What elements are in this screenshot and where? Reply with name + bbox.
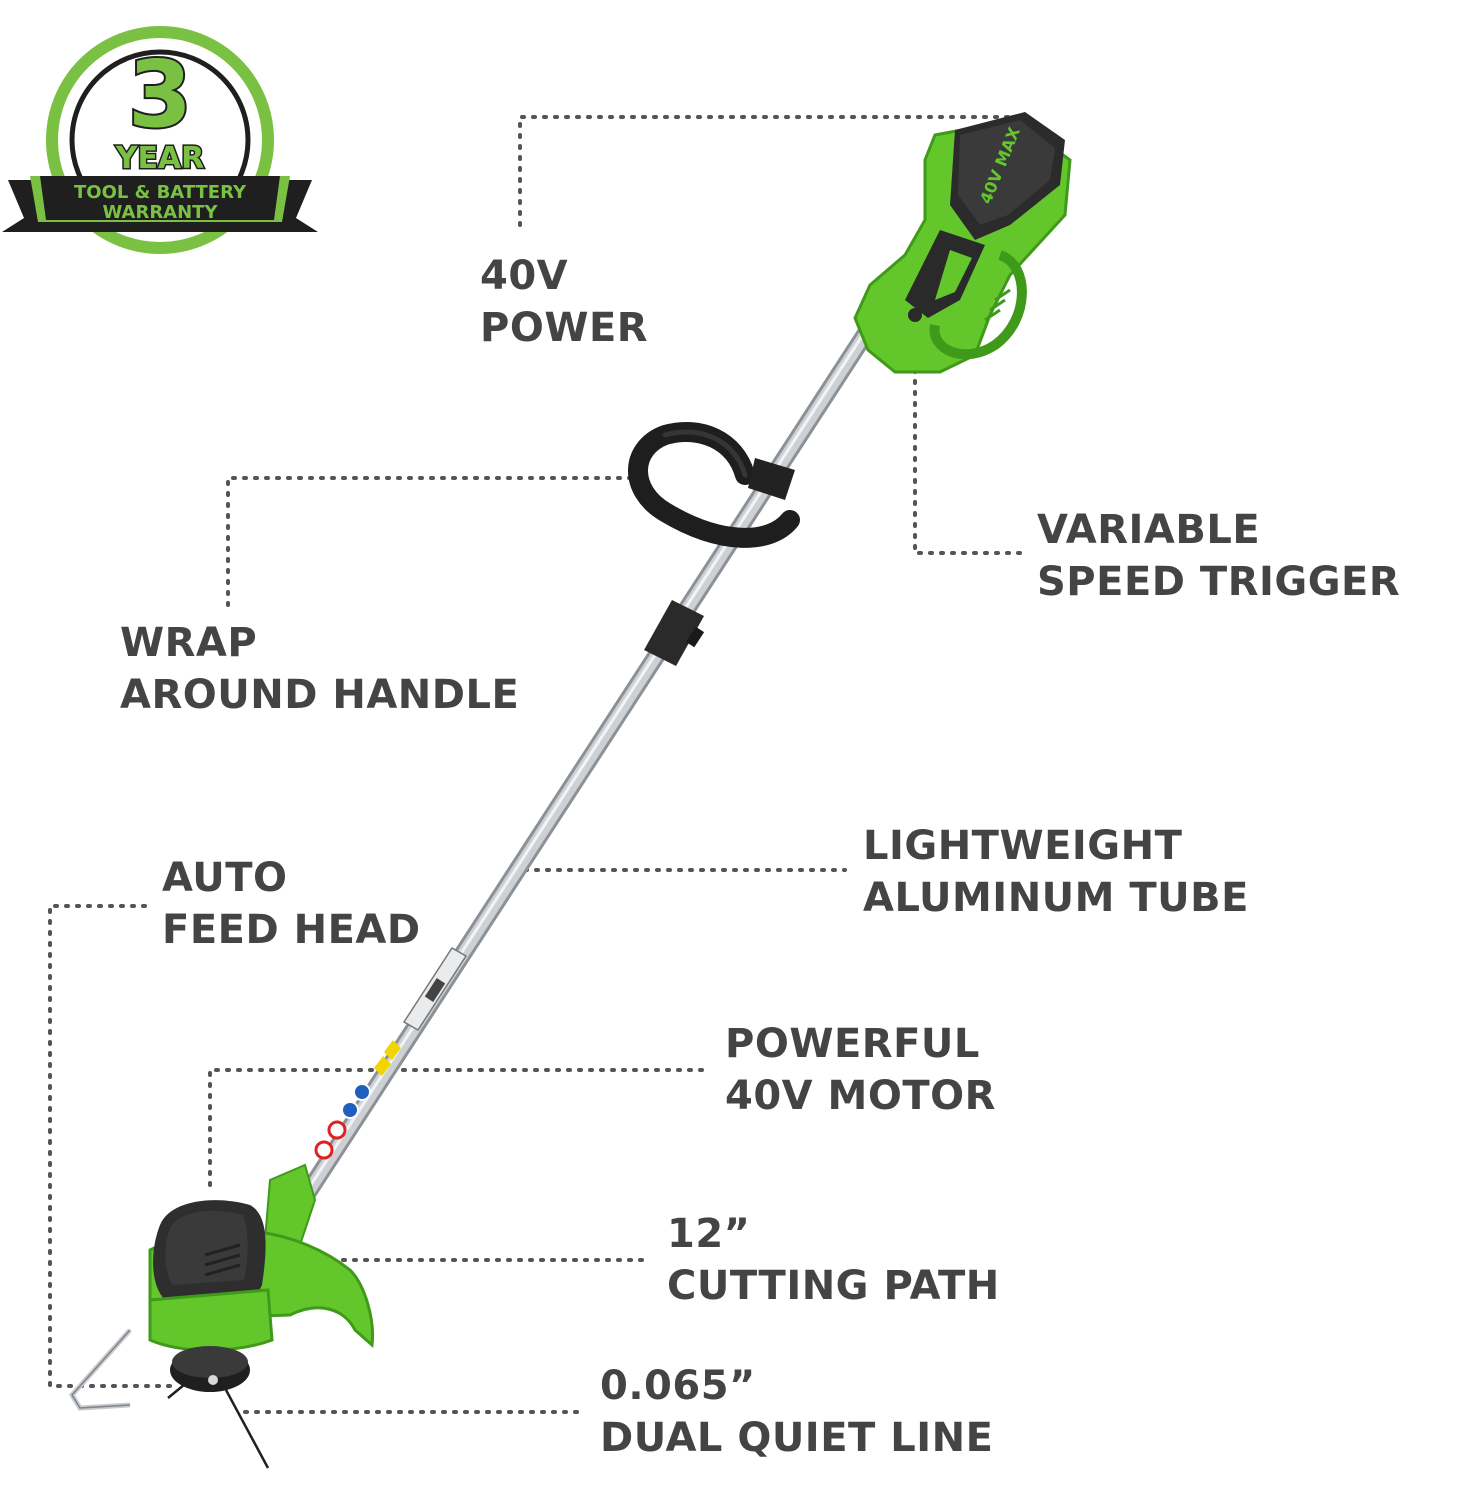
leader-lines bbox=[48, 115, 1022, 1414]
callout-dual-quiet-line: 0.065” DUAL QUIET LINE bbox=[600, 1360, 993, 1464]
leader-power bbox=[518, 115, 1022, 227]
callout-path-line1: 12” bbox=[667, 1211, 751, 1257]
callout-power-line1: 40V bbox=[480, 253, 569, 299]
leader-trigger bbox=[913, 368, 1022, 555]
callout-40v-power: 40V POWER bbox=[480, 250, 648, 354]
warranty-badge: 3 YEAR TOOL & BATTERY WARRANTY bbox=[2, 26, 318, 254]
warranty-line2: WARRANTY bbox=[102, 202, 218, 223]
callout-trigger-line2: SPEED TRIGGER bbox=[1037, 559, 1401, 605]
callout-motor-line2: 40V MOTOR bbox=[725, 1073, 996, 1119]
leader-feed bbox=[48, 904, 177, 1388]
wrap-around-handle bbox=[628, 422, 800, 548]
warranty-year: YEAR bbox=[115, 141, 205, 176]
callout-variable-speed-trigger: VARIABLE SPEED TRIGGER bbox=[1037, 504, 1400, 608]
warranty-line1: TOOL & BATTERY bbox=[74, 182, 247, 203]
callout-auto-feed-head: AUTO FEED HEAD bbox=[162, 852, 421, 956]
callout-feed-line2: FEED HEAD bbox=[162, 907, 421, 953]
callout-line-line2: DUAL QUIET LINE bbox=[600, 1415, 994, 1461]
callout-tube-line1: LIGHTWEIGHT bbox=[863, 823, 1183, 869]
callout-line-line1: 0.065” bbox=[600, 1363, 756, 1409]
callout-path-line2: CUTTING PATH bbox=[667, 1263, 1000, 1309]
warranty-number: 3 bbox=[128, 41, 192, 148]
callout-motor-line1: POWERFUL bbox=[725, 1021, 980, 1067]
callout-lightweight-aluminum-tube: LIGHTWEIGHT ALUMINUM TUBE bbox=[863, 820, 1249, 924]
callout-handle-line2: AROUND HANDLE bbox=[120, 672, 520, 718]
motor-housing-top: 40V MAX bbox=[853, 112, 1072, 374]
leader-motor bbox=[208, 1068, 707, 1187]
callout-wrap-around-handle: WRAP AROUND HANDLE bbox=[120, 617, 519, 721]
callout-powerful-40v-motor: POWERFUL 40V MOTOR bbox=[725, 1018, 996, 1122]
callout-tube-line2: ALUMINUM TUBE bbox=[863, 875, 1249, 921]
shaft-collar bbox=[644, 600, 705, 666]
callout-cutting-path: 12” CUTTING PATH bbox=[667, 1208, 1000, 1312]
callout-handle-line1: WRAP bbox=[120, 620, 258, 666]
callout-feed-line1: AUTO bbox=[162, 855, 288, 901]
callout-power-line2: POWER bbox=[480, 305, 649, 351]
callout-trigger-line1: VARIABLE bbox=[1037, 507, 1261, 553]
trimmer-head bbox=[68, 1163, 375, 1469]
leader-handle bbox=[226, 476, 642, 607]
shaft-decals bbox=[314, 946, 468, 1160]
